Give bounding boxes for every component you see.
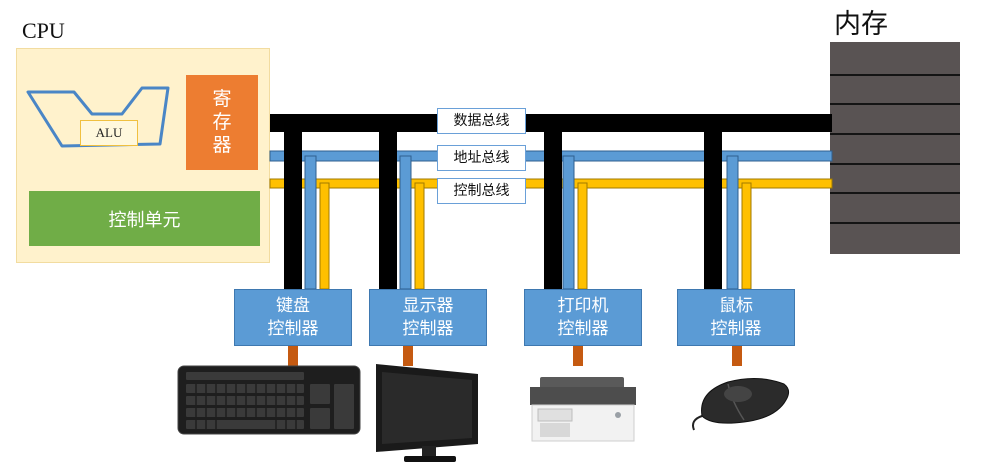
control-unit-block: 控制单元 bbox=[29, 191, 260, 246]
monitor-cable bbox=[403, 346, 413, 366]
mouse-cable bbox=[732, 346, 742, 366]
controller-label-line: 控制器 bbox=[710, 318, 762, 339]
address-bus-label: 地址总线 bbox=[437, 145, 526, 171]
controller-label-line: 控制器 bbox=[267, 318, 319, 339]
data-bus-label: 数据总线 bbox=[437, 108, 526, 134]
controller-label-line: 鼠标 bbox=[719, 295, 753, 316]
memory-row-divider bbox=[830, 192, 960, 194]
data-bus bbox=[270, 114, 832, 289]
register-label-line: 寄 bbox=[212, 88, 232, 110]
printer-controller: 打印机 控制器 bbox=[524, 289, 642, 346]
register-label-line: 存 bbox=[212, 111, 232, 133]
monitor-icon bbox=[376, 364, 478, 462]
keyboard-controller: 键盘 控制器 bbox=[234, 289, 352, 346]
memory-row-divider bbox=[830, 163, 960, 165]
printer-cable bbox=[573, 346, 583, 366]
printer-icon bbox=[530, 377, 636, 442]
keyboard-icon bbox=[177, 365, 361, 435]
controller-label-line: 显示器 bbox=[402, 295, 454, 316]
keyboard-cable bbox=[288, 346, 298, 366]
monitor-controller: 显示器 控制器 bbox=[369, 289, 487, 346]
controller-label-line: 控制器 bbox=[557, 318, 609, 339]
register-label-line: 器 bbox=[212, 134, 232, 156]
alu-label: ALU bbox=[80, 120, 138, 146]
memory-label: 内存 bbox=[834, 9, 888, 40]
control-bus-label: 控制总线 bbox=[437, 178, 526, 204]
cpu-label: CPU bbox=[22, 18, 65, 43]
mouse-icon bbox=[692, 378, 790, 431]
memory-row-divider bbox=[830, 133, 960, 135]
memory-row-divider bbox=[830, 103, 960, 105]
memory-row-divider bbox=[830, 74, 960, 76]
memory-row-divider bbox=[830, 222, 960, 224]
register-block: 寄 存 器 bbox=[186, 75, 258, 170]
memory-block bbox=[830, 42, 960, 254]
controller-label-line: 控制器 bbox=[402, 318, 454, 339]
controller-label-line: 打印机 bbox=[557, 295, 609, 316]
controller-label-line: 键盘 bbox=[276, 295, 310, 316]
mouse-controller: 鼠标 控制器 bbox=[677, 289, 795, 346]
